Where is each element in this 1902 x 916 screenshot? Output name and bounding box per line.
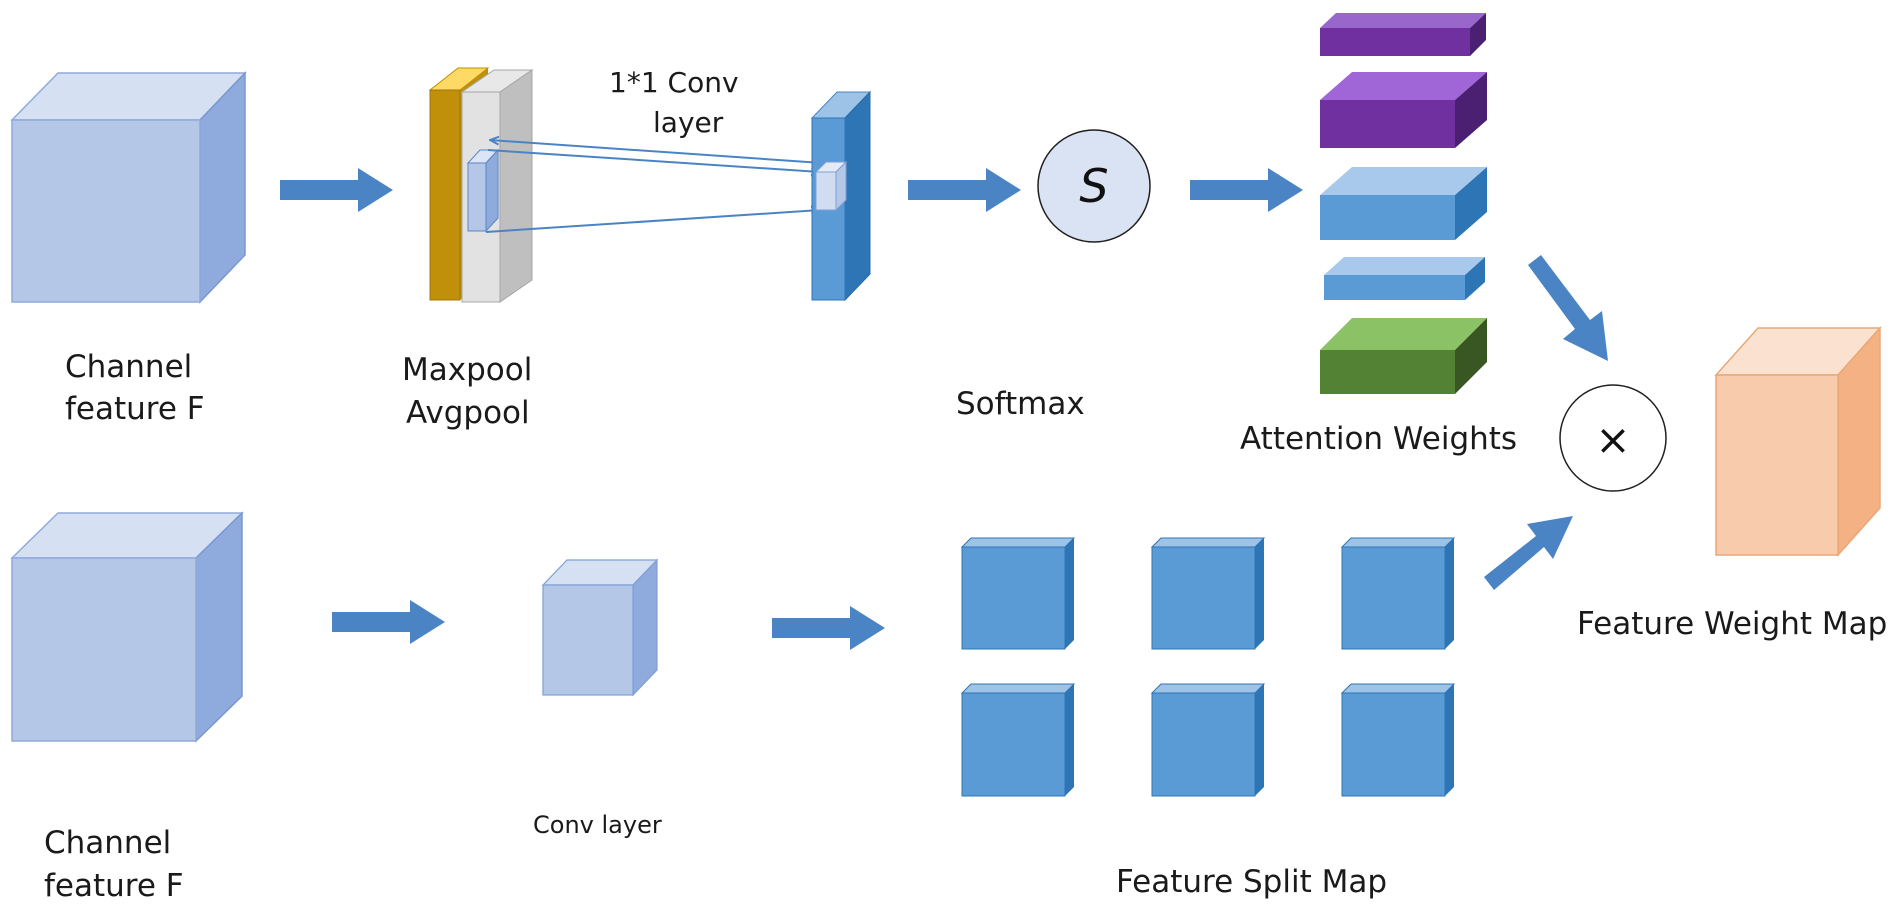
channel-feature-cube-bottom [10,511,244,743]
flow-arrow-4 [332,600,445,644]
feature-split-cube-5 [1150,683,1266,797]
attention-weight-slab-4 [1324,257,1485,300]
attention-weight-slab-3 [1320,167,1487,240]
feature-split-cube-1 [960,537,1076,650]
label-feature-split-map: Feature Split Map [1116,864,1387,900]
feature-split-cube-2 [1150,537,1266,650]
attention-weight-slab-1 [1320,13,1486,56]
label-softmax: Softmax [956,386,1085,422]
label-channel-feature-bottom-line1: Channel [44,825,171,861]
label-channel-feature-bottom-line2: feature F [44,868,184,904]
pooling-slabs [428,67,534,303]
flow-arrow-3 [1190,168,1303,212]
label-pooling-line2: Avgpool [406,395,530,431]
multiply-symbol: × [1595,415,1630,464]
conv-layer-cube [541,558,659,697]
flow-arrow-attention-to-multiply [1528,255,1608,361]
conv-1x1-connector-lines [485,140,823,233]
feature-weight-map-cube [1714,326,1882,557]
label-channel-feature-top-line2: feature F [65,391,205,427]
feature-split-cube-4 [960,683,1076,797]
flow-arrow-2 [908,168,1021,212]
attention-weight-slab-2 [1320,72,1487,148]
label-channel-feature-top-line1: Channel [65,349,192,385]
label-conv-1x1-line1: 1*1 Conv [609,66,739,99]
label-feature-weight-map: Feature Weight Map [1577,606,1887,642]
conv-1x1-output-slab [810,90,872,302]
label-attention-weights: Attention Weights [1240,421,1517,457]
softmax-node: S [1037,129,1151,243]
flow-arrow-1 [280,168,393,212]
feature-split-cube-6 [1340,683,1456,797]
label-conv-1x1-line2: layer [653,106,724,139]
feature-split-cube-3 [1340,537,1456,650]
flow-arrow-split-to-multiply [1484,516,1573,590]
label-conv-layer: Conv layer [533,811,662,839]
multiply-node: × [1559,384,1667,492]
softmax-symbol: S [1079,159,1108,213]
channel-feature-cube-top [10,71,247,304]
attention-weight-slab-5 [1320,318,1487,394]
label-pooling-line1: Maxpool [402,352,532,388]
flow-arrow-5 [772,606,885,650]
